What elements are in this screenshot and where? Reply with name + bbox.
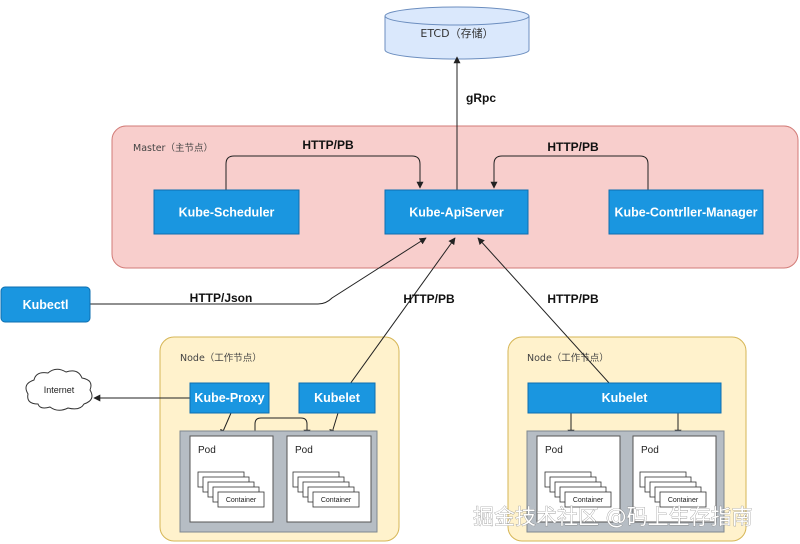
node1-kubelet-apiserver-arrow — [349, 237, 456, 385]
manager-edge-label: HTTP/PB — [547, 140, 599, 154]
node1-pod-2[interactable]: Pod Container — [286, 435, 372, 523]
node1-label: Node（工作节点） — [180, 352, 262, 364]
grpc-edge-label: gRpc — [466, 91, 496, 105]
node2-pod-2-label: Pod — [641, 445, 659, 456]
node2-pod-2-container-label: Container — [668, 497, 699, 504]
master-label: Master（主节点） — [133, 142, 213, 154]
etcd-storage: ETCD（存储） — [384, 6, 530, 60]
node1-pod-1-container-label: Container — [226, 497, 257, 504]
node1-pod-1-label: Pod — [198, 445, 216, 456]
kubectl-box[interactable]: Kubectl — [0, 286, 91, 323]
kube-apiserver-label: Kube-ApiServer — [409, 206, 504, 220]
node1-pod-1[interactable]: Pod Container — [189, 435, 274, 523]
manager-apiserver-arrow — [490, 155, 649, 190]
node1-kube-proxy-box[interactable]: Kube-Proxy — [189, 382, 270, 414]
scheduler-apiserver-arrow — [225, 155, 424, 190]
node2-pod-2[interactable]: Pod Container — [632, 435, 717, 523]
node2-kubelet-apiserver-arrow — [477, 237, 611, 385]
node2-kubelet-box[interactable]: Kubelet — [527, 382, 722, 414]
node1-pod-2-label: Pod — [295, 445, 313, 456]
node1-kubelet-label: Kubelet — [314, 391, 361, 405]
kubectl-label: Kubectl — [23, 298, 69, 312]
kube-controller-manager-box[interactable]: Kube-Contrller-Manager — [608, 189, 764, 235]
kube-scheduler-label: Kube-Scheduler — [179, 206, 275, 220]
node2-pod-1-container-label: Container — [573, 497, 604, 504]
kube-controller-manager-label: Kube-Contrller-Manager — [614, 206, 757, 220]
kubectl-edge-label: HTTP/Json — [190, 291, 253, 305]
internet-cloud: Internet — [25, 368, 93, 411]
watermark-text: 掘金技术社区 @码上生存指南 — [473, 505, 753, 529]
kube-proxy-pod2-arrow — [254, 417, 311, 437]
node2-label: Node（工作节点） — [527, 352, 609, 364]
internet-label: Internet — [44, 385, 75, 395]
node2-pod-1-label: Pod — [545, 445, 563, 456]
kube-scheduler-box[interactable]: Kube-Scheduler — [153, 189, 300, 235]
etcd-label: ETCD（存储） — [420, 26, 493, 40]
node2-kubelet-label: Kubelet — [602, 391, 649, 405]
node1-pod-2-container-label: Container — [321, 497, 352, 504]
node2-edge-label: HTTP/PB — [547, 292, 599, 306]
scheduler-edge-label: HTTP/PB — [302, 138, 354, 152]
node1-edge-label: HTTP/PB — [403, 292, 455, 306]
kubectl-apiserver-arrow — [90, 237, 427, 305]
node1-kube-proxy-label: Kube-Proxy — [194, 391, 264, 405]
node2-pod-1[interactable]: Pod Container — [536, 435, 621, 523]
node1-kubelet-box[interactable]: Kubelet — [298, 382, 376, 414]
cloud-icon — [25, 368, 93, 411]
kube-apiserver-box[interactable]: Kube-ApiServer — [384, 189, 529, 235]
